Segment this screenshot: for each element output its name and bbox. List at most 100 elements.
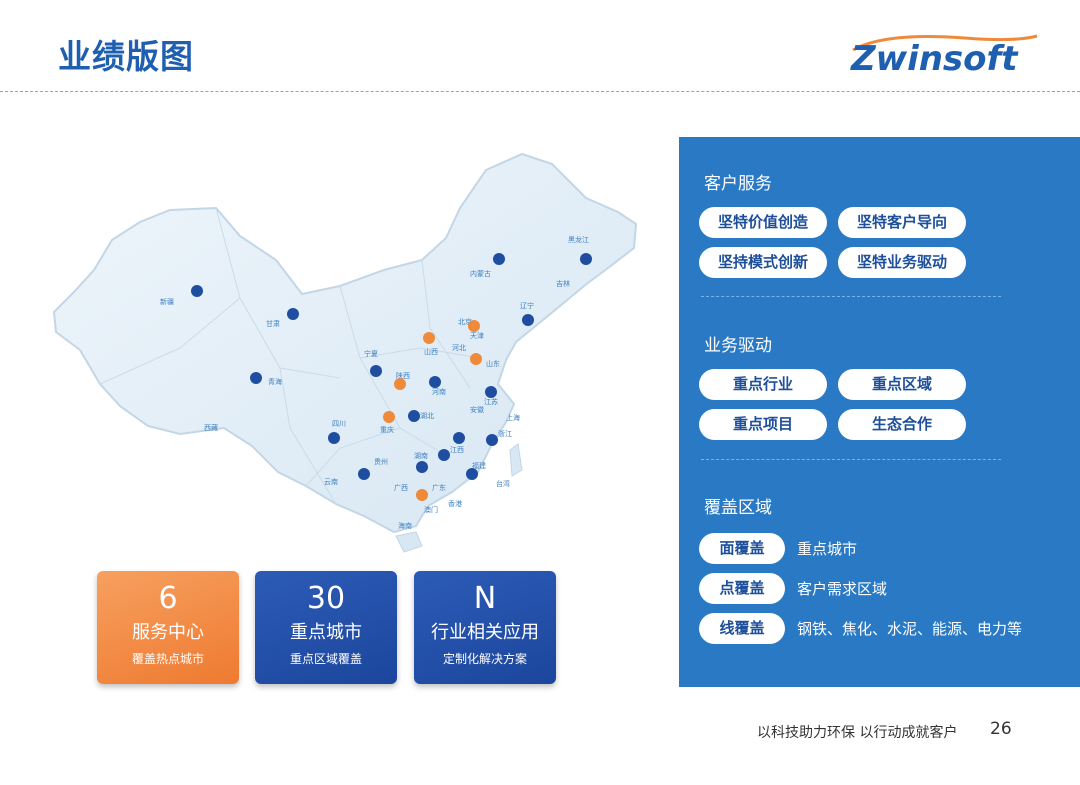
region-label-zhejiang: 浙江 <box>498 429 512 438</box>
region-label-qinghai: 青海 <box>268 377 282 386</box>
stat-label: 重点城市 <box>290 622 362 643</box>
region-label-guangdong: 广东 <box>432 483 446 492</box>
marker-hunan <box>416 461 428 473</box>
header-divider <box>0 91 1080 92</box>
marker-liaoning <box>522 314 534 326</box>
region-label-shandong: 山东 <box>486 359 500 368</box>
marker-ningxia <box>370 365 382 377</box>
marker-chongqing <box>383 411 395 423</box>
marker-shaanxi <box>394 378 406 390</box>
marker-tianjin <box>468 320 480 332</box>
region-label-shanghai: 上海 <box>506 413 520 422</box>
marker-yunnan <box>358 468 370 480</box>
marker-hubei <box>408 410 420 422</box>
region-label-heilongjiang: 黑龙江 <box>568 235 589 244</box>
marker-jiangxi <box>438 449 450 461</box>
marker-shanxi <box>423 332 435 344</box>
region-label-henan: 河南 <box>432 387 446 396</box>
coverage-text-area: 重点城市 <box>797 540 858 558</box>
marker-xinjiang <box>191 285 203 297</box>
region-label-hongkong: 香港 <box>448 499 462 508</box>
stat-subtitle: 覆盖热点城市 <box>131 652 204 666</box>
coverage-text-line: 钢铁、焦化、水泥、能源、电力等 <box>797 620 1023 638</box>
pill-key-region: 重点区域 <box>838 369 966 400</box>
section-title-customer-service: 客户服务 <box>704 174 772 194</box>
china-map: 新疆 西藏 青海 甘肃 内蒙古 黑龙江 吉林 辽宁 北京 天津 河北 山西 山东… <box>52 152 638 553</box>
coverage-text-point: 客户需求区域 <box>797 580 888 598</box>
pill-ecosystem-cooperation: 生态合作 <box>838 409 966 440</box>
marker-henan <box>429 376 441 388</box>
svg-text:Zwinsoft: Zwinsoft <box>850 39 1019 79</box>
region-label-ningxia: 宁夏 <box>364 349 378 358</box>
panel-divider <box>701 459 1001 460</box>
pill-key-project: 重点项目 <box>699 409 827 440</box>
marker-gansu <box>287 308 299 320</box>
region-label-jilin: 吉林 <box>556 279 570 288</box>
region-label-jiangsu: 江苏 <box>484 397 498 406</box>
map-markers <box>191 253 592 501</box>
region-label-beijing: 北京 <box>458 317 472 326</box>
marker-qinghai <box>250 372 262 384</box>
marker-sichuan <box>328 432 340 444</box>
region-label-liaoning: 辽宁 <box>520 301 534 310</box>
pill-business-driven: 坚特业务驱动 <box>838 247 966 278</box>
region-label-sichuan: 四川 <box>332 420 346 428</box>
coverage-badge-area: 面覆盖 <box>699 533 785 564</box>
marker-anhui <box>453 432 465 444</box>
page-title: 业绩版图 <box>58 37 194 76</box>
region-label-guangxi: 广西 <box>394 483 408 492</box>
region-label-yunnan: 云南 <box>324 477 338 486</box>
region-label-hunan: 湖南 <box>414 451 428 460</box>
stat-card-industry-apps: N 行业相关应用 定制化解决方案 <box>414 571 556 684</box>
region-label-xizang: 西藏 <box>204 423 218 432</box>
marker-shandong <box>470 353 482 365</box>
panel-divider <box>701 296 1001 297</box>
province-borders <box>99 207 481 505</box>
region-label-fujian: 福建 <box>472 461 486 470</box>
stat-card-key-cities: 30 重点城市 重点区域覆盖 <box>255 571 397 684</box>
stat-card-service-centers: 6 服务中心 覆盖热点城市 <box>97 571 239 684</box>
region-label-neimenggu: 内蒙古 <box>470 269 491 278</box>
region-label-hubei: 湖北 <box>420 411 434 420</box>
region-label-xinjiang: 新疆 <box>160 297 174 306</box>
region-label-guizhou: 贵州 <box>374 457 388 466</box>
china-mainland-shape <box>52 152 638 534</box>
coverage-badge-line: 线覆盖 <box>699 613 785 644</box>
stat-label: 行业相关应用 <box>431 622 539 643</box>
region-label-shanxi: 山西 <box>424 347 438 356</box>
stat-label: 服务中心 <box>132 622 204 643</box>
coverage-badge-point: 点覆盖 <box>699 573 785 604</box>
marker-guangdong <box>416 489 428 501</box>
region-label-shaanxi: 陕西 <box>396 371 410 380</box>
region-label-gansu: 甘肃 <box>266 319 280 328</box>
marker-neimenggu <box>493 253 505 265</box>
stat-number: 30 <box>306 581 346 616</box>
stat-subtitle: 重点区域覆盖 <box>289 652 362 666</box>
section-title-business-drive: 业务驱动 <box>704 336 772 356</box>
stat-number: 6 <box>158 581 178 616</box>
taiwan-island <box>509 443 523 477</box>
pill-model-innovation: 坚持模式创新 <box>699 247 827 278</box>
footer-slogan: 以科技助力环保 以行动成就客户 <box>757 725 958 741</box>
region-label-tianjin: 天津 <box>470 332 484 340</box>
hainan-island <box>395 531 423 553</box>
region-label-anhui: 安徽 <box>470 405 484 414</box>
info-panel: 客户服务 坚特价值创造 坚特客户导向 坚持模式创新 坚特业务驱动 业务驱动 重点… <box>679 137 1080 687</box>
stat-number: N <box>473 581 497 616</box>
zwinsoft-logo: Zwinsoft <box>850 34 1038 79</box>
region-label-jiangxi: 江西 <box>450 446 464 454</box>
pill-key-industry: 重点行业 <box>699 369 827 400</box>
region-label-hebei: 河北 <box>452 344 466 352</box>
region-label-hainan: 海南 <box>398 521 412 530</box>
section-title-coverage: 覆盖区域 <box>704 498 772 518</box>
pill-value-creation: 坚特价值创造 <box>699 207 827 238</box>
pill-customer-orientation: 坚特客户导向 <box>838 207 966 238</box>
stat-subtitle: 定制化解决方案 <box>442 652 527 666</box>
marker-heilongjiang <box>580 253 592 265</box>
page-number: 26 <box>990 719 1012 739</box>
region-label-macau: 澳门 <box>424 505 438 514</box>
marker-fujian <box>466 468 478 480</box>
region-label-chongqing: 重庆 <box>380 425 394 434</box>
marker-zhejiang <box>486 434 498 446</box>
